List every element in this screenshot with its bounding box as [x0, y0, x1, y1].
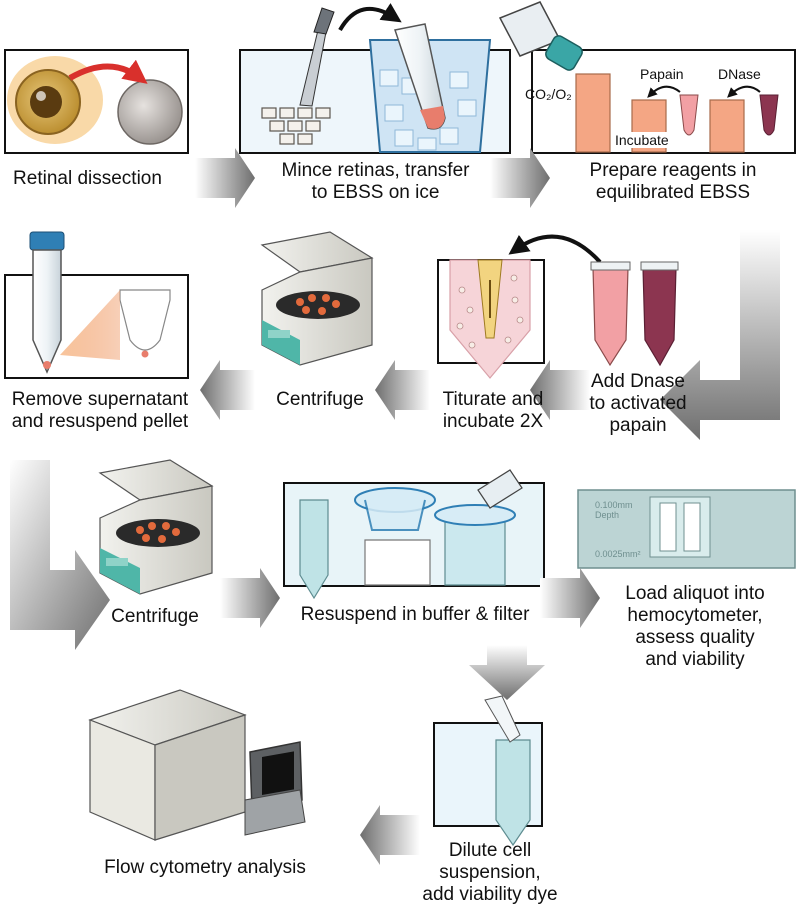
arrow-9-down	[469, 645, 545, 700]
step-label-mince-transfer: Mince retinas, transfer to EBSS on ice	[281, 160, 470, 203]
dilute-panel	[433, 695, 543, 847]
hemocytometer-depth-label: 0.100mm Depth	[595, 500, 633, 520]
arrow-6-7	[200, 360, 255, 420]
arrow-3-4	[660, 230, 780, 440]
centrifuge-1-image	[260, 231, 374, 366]
arrow-2-3	[490, 148, 550, 208]
step-label-dilute: Dilute cell suspension, add viability dy…	[422, 840, 558, 904]
step-label-flow-cytometry: Flow cytometry analysis	[104, 857, 306, 878]
flow-cytometer-image	[88, 689, 306, 841]
arrow-5-6	[375, 360, 430, 420]
resuspend-filter-panel	[283, 469, 545, 600]
arrow-4-5	[530, 360, 590, 420]
incubate-label: Incubate	[615, 132, 669, 148]
step-label-load-hemocytometer: Load aliquot into hemocytometer, assess …	[625, 583, 765, 670]
arrow-9-10	[540, 568, 600, 628]
hemocytometer-image	[577, 489, 796, 569]
step-label-add-dnase: Add Dnase to activated papain	[589, 371, 687, 436]
arrow-8-9	[220, 568, 280, 628]
retinal-dissection-panel	[4, 49, 189, 154]
step-label-prepare-reagents: Prepare reagents in equilibrated EBSS	[589, 160, 757, 203]
arrow-11-12	[360, 805, 420, 865]
gas-label: CO₂/O₂	[525, 86, 572, 102]
titurate-panel	[437, 234, 602, 379]
papain-label: Papain	[640, 66, 684, 82]
step-label-retinal-dissection: Retinal dissection	[13, 168, 162, 189]
centrifuge-2-image	[98, 459, 214, 595]
hemocytometer-area-label: 0.0025mm²	[595, 549, 641, 559]
dnase-label: DNase	[718, 66, 761, 82]
mince-transfer-panel	[239, 3, 511, 154]
step-label-centrifuge-1: Centrifuge	[276, 389, 364, 410]
step-label-resuspend-filter: Resuspend in buffer & filter	[300, 604, 530, 625]
step-label-remove-supernatant: Remove supernatant and resuspend pellet	[11, 389, 189, 432]
arrow-1-2	[195, 148, 255, 208]
remove-supernatant-panel	[4, 231, 189, 379]
step-label-centrifuge-2: Centrifuge	[111, 606, 199, 627]
step-label-titurate: Titurate and incubate 2X	[442, 389, 544, 432]
arrow-7-8	[10, 460, 110, 650]
dnase-papain-tubes	[590, 261, 679, 367]
